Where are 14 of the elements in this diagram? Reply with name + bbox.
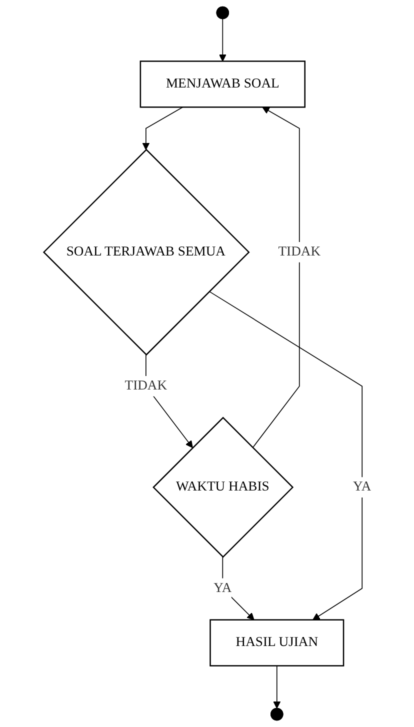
arrow xyxy=(222,556,254,620)
arrow xyxy=(208,291,362,620)
node-diamond: SOAL TERJAWAB SEMUA xyxy=(42,148,250,356)
node-diamond: WAKTU HABIS xyxy=(152,416,294,558)
edge-label: YA xyxy=(352,480,371,494)
arrow xyxy=(218,18,226,62)
arrow xyxy=(252,106,300,448)
node-box: HASIL UJIAN xyxy=(209,619,344,666)
edge-label: TIDAK xyxy=(278,244,320,260)
edge-label: YA xyxy=(213,580,232,596)
arrow xyxy=(142,106,183,150)
node-box: MENJAWAB SOAL xyxy=(139,60,306,108)
edge-label: TIDAK xyxy=(124,378,167,394)
arrow xyxy=(272,665,280,709)
